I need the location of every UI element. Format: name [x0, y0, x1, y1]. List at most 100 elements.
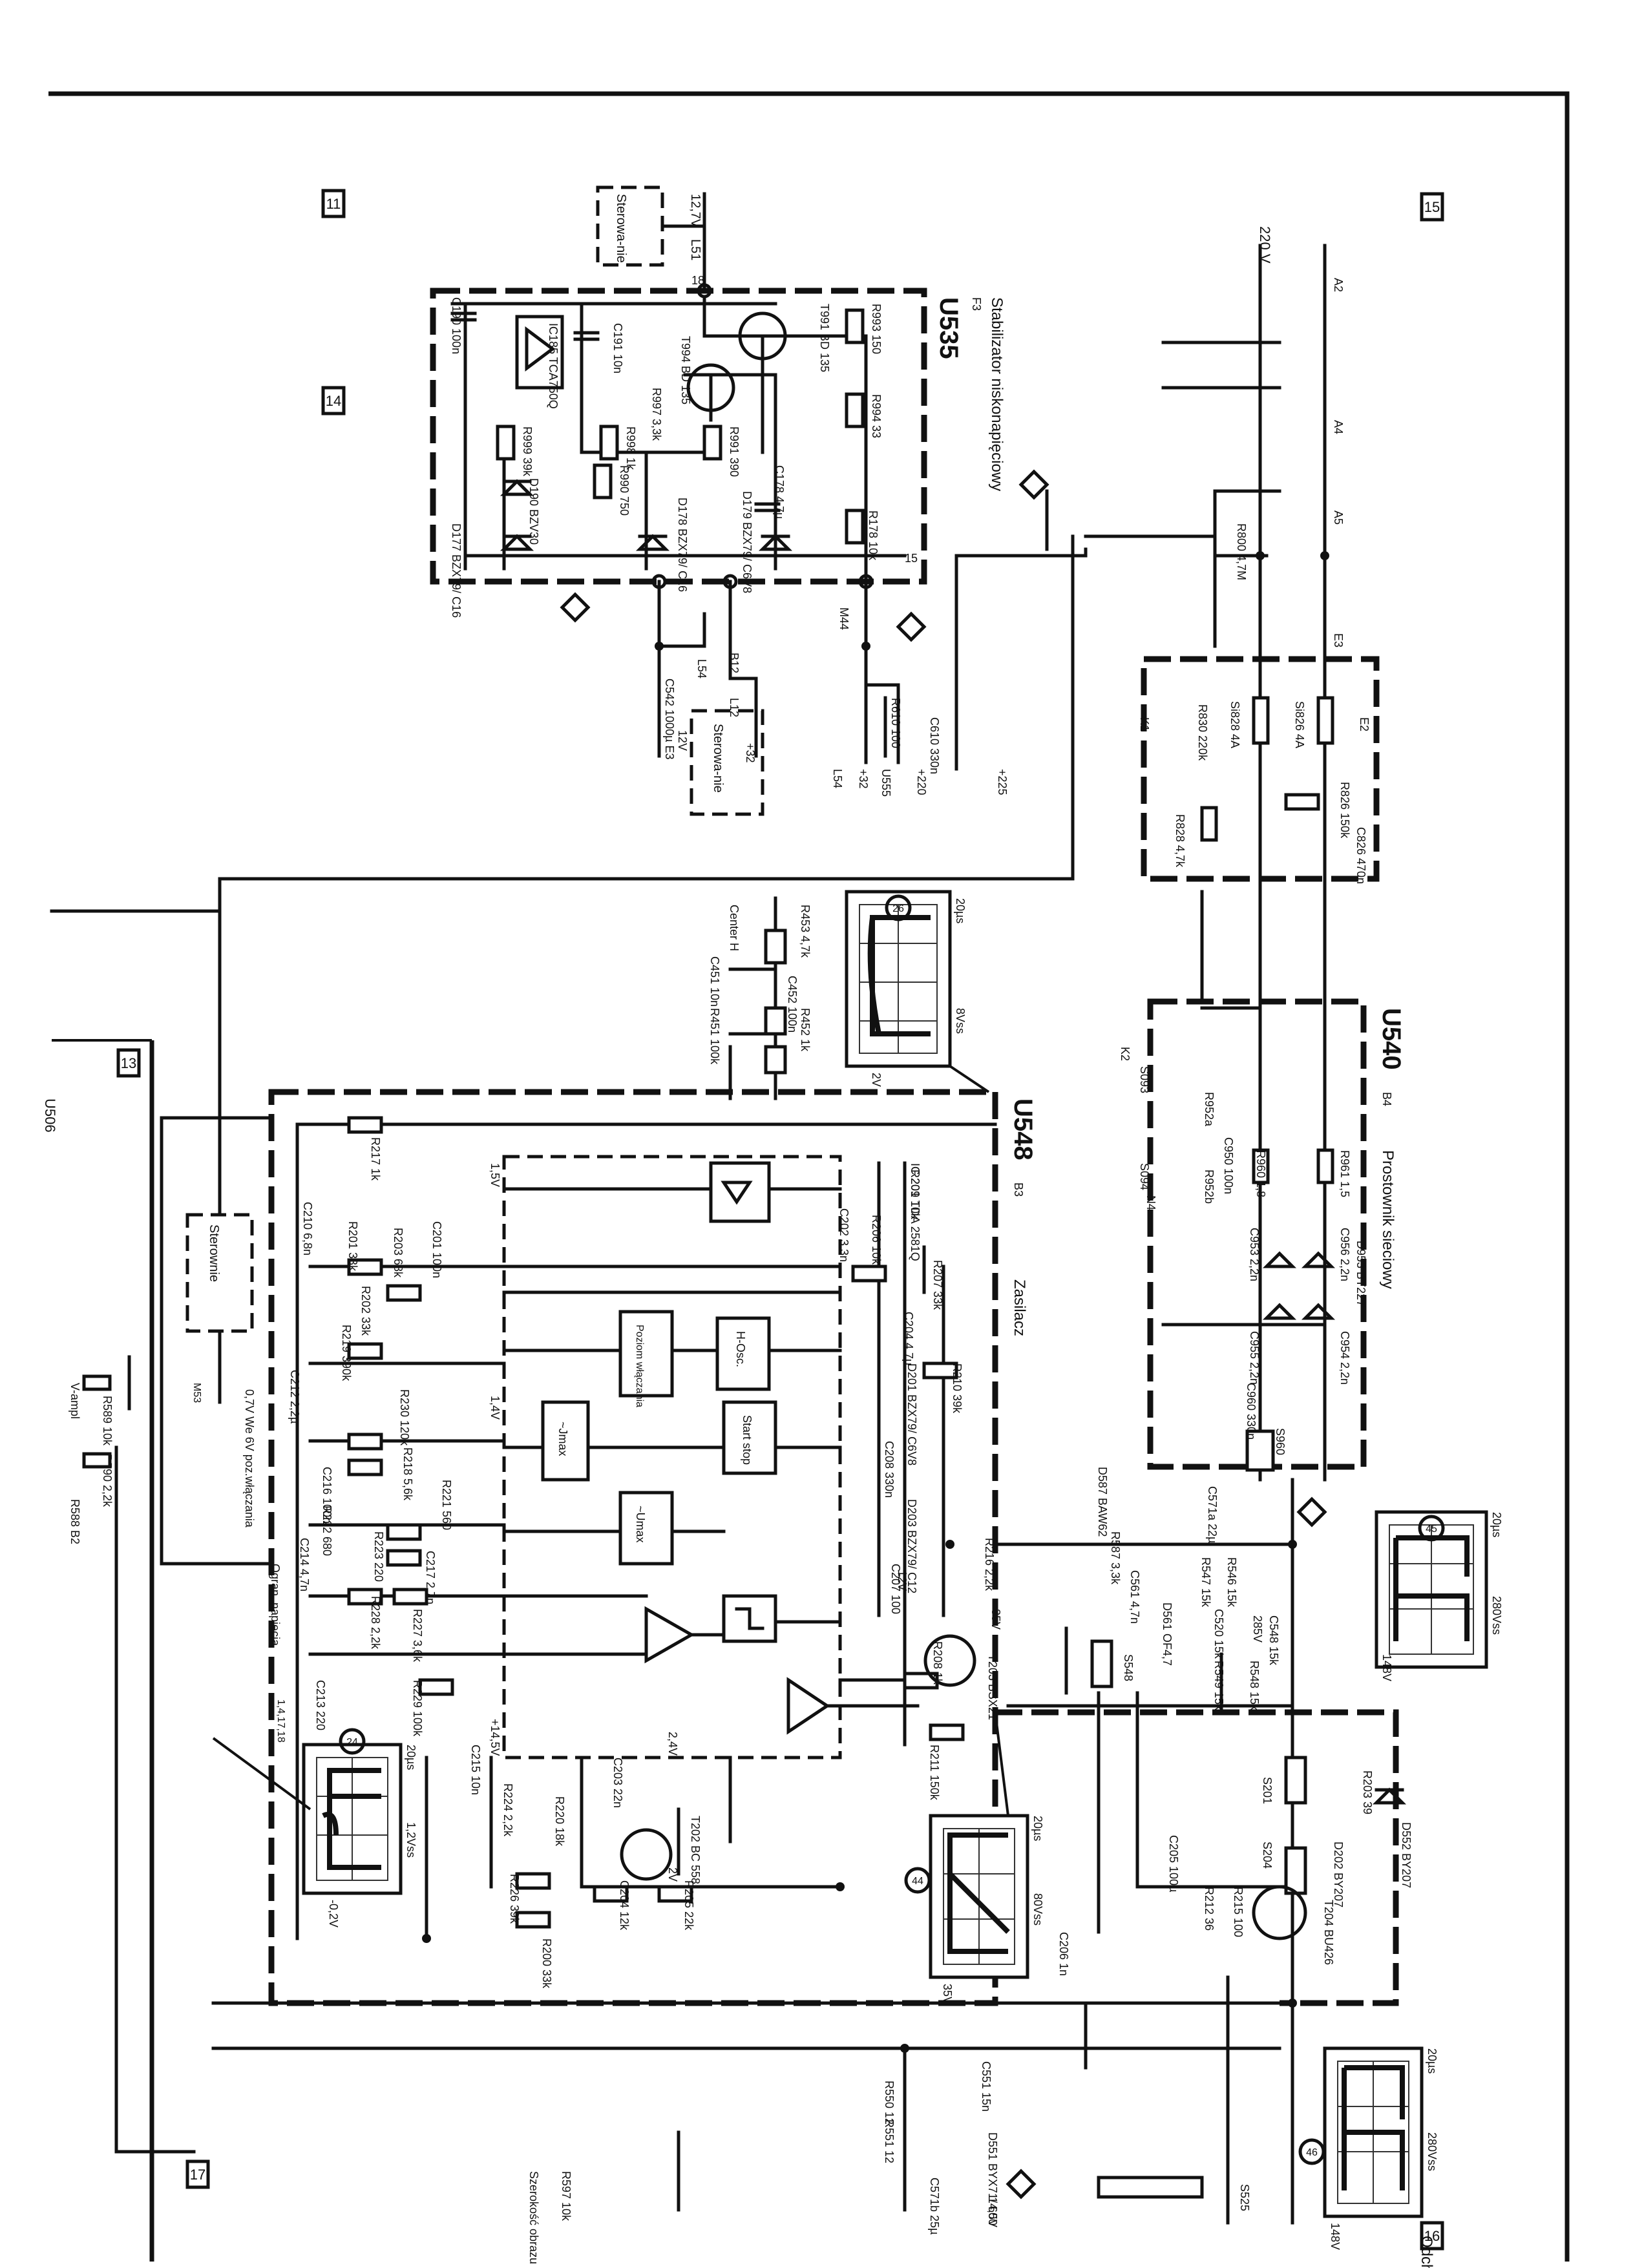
svg-text:C204 4,7µ: C204 4,7µ — [902, 1312, 915, 1365]
svg-text:R203 68k: R203 68k — [392, 1228, 405, 1278]
svg-text:C954 2,2n: C954 2,2n — [1338, 1331, 1351, 1385]
svg-text:D178 BZX79/ C16: D178 BZX79/ C16 — [676, 498, 689, 592]
h-osc-block — [715, 1316, 771, 1391]
svg-text:D177 BZX79/ C16: D177 BZX79/ C16 — [450, 523, 463, 618]
svg-text:B4: B4 — [1380, 1092, 1393, 1106]
svg-text:C610 330n: C610 330n — [928, 717, 941, 774]
svg-text:R551 12: R551 12 — [883, 2119, 896, 2163]
svg-text:R800 4,7M: R800 4,7M — [1235, 523, 1248, 580]
svg-text:R218 5,6k: R218 5,6k — [401, 1447, 414, 1501]
svg-text:+14,5V: +14,5V — [489, 1719, 501, 1756]
svg-text:R830 220k: R830 220k — [1196, 704, 1209, 761]
svg-text:R200 33k: R200 33k — [540, 1938, 553, 1989]
svg-text:N4: N4 — [1144, 1195, 1157, 1210]
svg-text:285V: 285V — [1251, 1615, 1264, 1643]
svg-text:R208 1k: R208 1k — [931, 1641, 944, 1685]
svg-text:C206 1n: C206 1n — [1057, 1932, 1070, 1976]
svg-text:R452 1k: R452 1k — [799, 1008, 812, 1052]
svg-text:+32: +32 — [744, 743, 757, 763]
svg-text:R209 10k: R209 10k — [909, 1170, 922, 1220]
svg-text:R223 220: R223 220 — [372, 1531, 385, 1582]
module-u535-desc: Stabilizator niskonapięciowy — [988, 297, 1006, 491]
svg-text:R952a: R952a — [1203, 1092, 1216, 1127]
svg-text:Szerokość obrazu: Szerokość obrazu — [527, 2171, 540, 2264]
svg-text:Poziom włączania: Poziom włączania — [634, 1325, 645, 1407]
svg-text:20µs: 20µs — [954, 898, 967, 923]
svg-text:-0,2V: -0,2V — [327, 1900, 340, 1927]
module-u548-desc: Zasilacz — [1011, 1279, 1028, 1336]
svg-text:E2: E2 — [1358, 717, 1371, 731]
module-u548-title: U548 — [1009, 1098, 1037, 1160]
svg-text:C542 1000µ E3: C542 1000µ E3 — [663, 678, 676, 759]
svg-text:C213 220: C213 220 — [314, 1680, 327, 1730]
svg-text:D953 BY227: D953 BY227 — [1354, 1241, 1367, 1307]
svg-text:D587 BAW62: D587 BAW62 — [1096, 1467, 1109, 1537]
svg-text:R210 39k: R210 39k — [951, 1363, 964, 1414]
svg-text:B3: B3 — [1012, 1182, 1025, 1197]
transistor-t991-icon — [738, 311, 787, 361]
svg-text:Odchyl: Odchyl — [1418, 2236, 1435, 2268]
svg-text:C208 330n: C208 330n — [883, 1441, 896, 1498]
svg-text:R222 680: R222 680 — [321, 1506, 333, 1556]
svg-text:R453 4,7k: R453 4,7k — [799, 905, 812, 958]
scope-46: 46 20µs 280Vss 148V — [1298, 2046, 1438, 2250]
svg-text:20µs: 20µs — [1031, 1816, 1044, 1841]
svg-text:0,7V We 6V poz.włączania: 0,7V We 6V poz.włączania — [243, 1389, 256, 1528]
ic201-box — [502, 1155, 842, 1759]
test-point-m43 — [896, 611, 927, 642]
svg-text:L54: L54 — [695, 659, 708, 678]
svg-text:280Vss: 280Vss — [1490, 1596, 1503, 1635]
svg-text:C956 2,2n: C956 2,2n — [1338, 1228, 1351, 1281]
svg-text:R828 4,7k: R828 4,7k — [1174, 814, 1186, 868]
module-u506-edge: U506 — [42, 909, 222, 1133]
svg-text:D201 BZX79/ C6V8: D201 BZX79/ C6V8 — [905, 1363, 918, 1465]
fuse-block — [1141, 656, 1380, 882]
svg-text:C204 12k: C204 12k — [618, 1880, 631, 1931]
transistor-t203-icon — [923, 1634, 976, 1687]
svg-text:13: 13 — [121, 1055, 136, 1071]
start-stop-block — [722, 1400, 777, 1475]
junction-dots — [422, 551, 1329, 2053]
svg-text:1,5V: 1,5V — [489, 1163, 501, 1187]
svg-text:A2: A2 — [1332, 278, 1345, 292]
svg-text:T204 BU426: T204 BU426 — [1322, 1900, 1335, 1965]
svg-text:R226 39k: R226 39k — [508, 1874, 521, 1924]
svg-text:24: 24 — [346, 1737, 358, 1748]
transistor-t204-icon — [1252, 1885, 1307, 1940]
svg-text:R202 33k: R202 33k — [359, 1286, 372, 1336]
svg-text:17: 17 — [190, 2167, 206, 2183]
sterowanie-top-block: Sterowa-nie 12,7V L51 — [596, 185, 706, 267]
svg-text:R547 15k: R547 15k — [1199, 1557, 1212, 1608]
svg-text:S204: S204 — [1261, 1842, 1274, 1869]
svg-text:A5: A5 — [1332, 510, 1345, 525]
svg-text:R994 33: R994 33 — [870, 394, 883, 438]
svg-text:R549 15k: R549 15k — [1212, 1661, 1225, 1711]
svg-text:C190 100n: C190 100n — [450, 297, 463, 354]
svg-text:R990 750: R990 750 — [618, 465, 631, 516]
svg-text:R961 1,5: R961 1,5 — [1338, 1150, 1351, 1197]
u535-outputs: Sterowa-nie C542 1000µ E3 12V +32 R610 1… — [560, 469, 1088, 816]
svg-text:R211 150k: R211 150k — [928, 1745, 941, 1801]
test-point-m44 — [1018, 469, 1049, 500]
svg-text:2V: 2V — [666, 1867, 679, 1882]
transistor-t994-icon — [686, 363, 735, 412]
svg-text:20µs: 20µs — [1426, 2048, 1438, 2074]
svg-text:R215 100: R215 100 — [1232, 1887, 1245, 1937]
svg-text:C561 4,7n: C561 4,7n — [1128, 1570, 1141, 1624]
svg-text:R550 12: R550 12 — [883, 2081, 896, 2125]
svg-text:R201 33k: R201 33k — [346, 1221, 359, 1272]
svg-text:18: 18 — [691, 274, 704, 287]
sheet-number-17: 17 — [185, 2159, 210, 2189]
svg-text:16: 16 — [1424, 2228, 1440, 2244]
svg-text:1,2Vss: 1,2Vss — [405, 1822, 417, 1858]
svg-text:R212 36: R212 36 — [1203, 1887, 1216, 1931]
svg-text:Ogran. napięcia: Ogran. napięcia — [269, 1564, 282, 1646]
svg-text:C520 15k: C520 15k — [1212, 1609, 1225, 1659]
svg-text:D203 BZX79/ C12: D203 BZX79/ C12 — [905, 1499, 918, 1593]
svg-text:R217 1k: R217 1k — [369, 1137, 382, 1181]
output-stage: D587 BAW62 R587 3,3k C571a 22µ C561 4,7n… — [211, 1467, 1435, 2268]
sheet-number-11: 11 — [321, 189, 346, 218]
svg-text:L12: L12 — [728, 698, 741, 717]
svg-text:46: 46 — [1306, 2147, 1318, 2158]
svg-text:15: 15 — [905, 552, 918, 565]
